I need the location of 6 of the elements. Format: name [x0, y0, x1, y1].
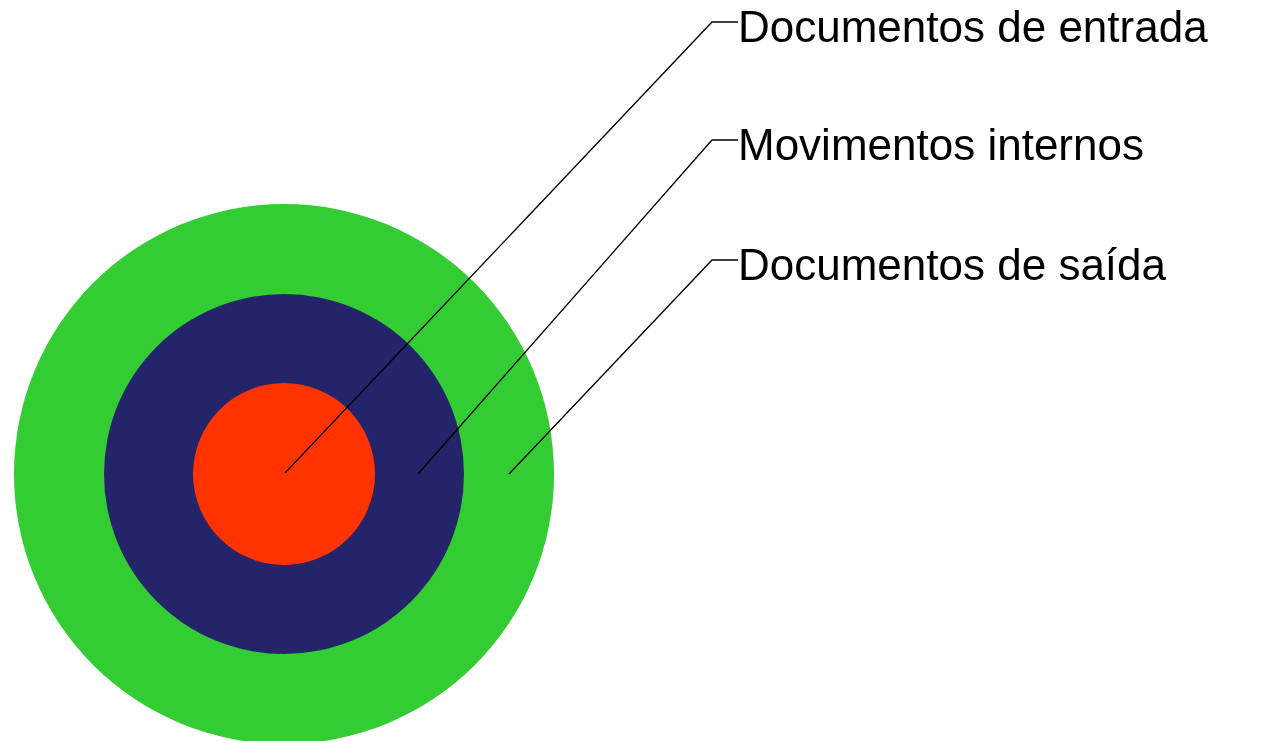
leader-line — [284, 21, 739, 474]
callout-label: Documentos de entrada — [738, 2, 1208, 52]
leader-line — [417, 139, 739, 475]
leader-line — [508, 259, 739, 475]
callout-label: Documentos de saída — [738, 240, 1167, 290]
callout-label: Movimentos internos — [738, 120, 1144, 170]
